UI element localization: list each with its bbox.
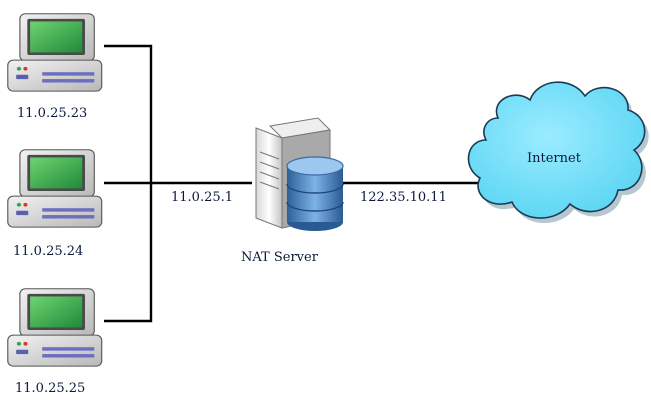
client-ip-label: 11.0.25.25 — [15, 381, 86, 396]
client-ip-label: 11.0.25.23 — [17, 106, 88, 121]
server-external-ip-label: 122.35.10.11 — [360, 190, 447, 205]
client-ip-label: 11.0.25.24 — [13, 244, 84, 259]
desktop-computer-icon[interactable] — [7, 13, 103, 92]
network-links — [104, 44, 478, 323]
desktop-computer-icon[interactable] — [7, 288, 103, 367]
server-database-icon[interactable] — [255, 117, 344, 231]
internet-label: Internet — [527, 151, 581, 166]
cloud-icon[interactable] — [467, 81, 649, 224]
link-client-3 — [104, 183, 153, 323]
server-internal-ip-label: 11.0.25.1 — [171, 190, 234, 205]
server-label: NAT Server — [241, 250, 318, 265]
database-cylinder-icon — [286, 156, 344, 231]
desktop-computer-icon[interactable] — [7, 149, 103, 228]
link-client-1 — [104, 44, 153, 183]
